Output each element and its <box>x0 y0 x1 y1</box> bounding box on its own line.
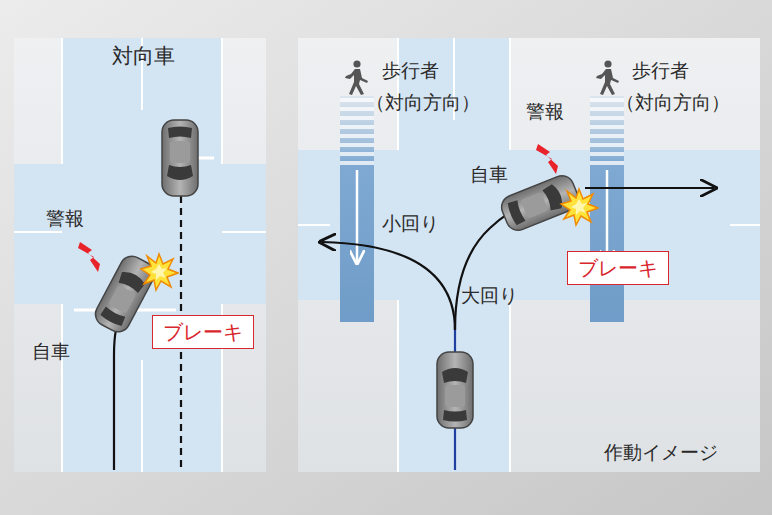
vehicle-label: 対向車 <box>112 44 175 69</box>
crosswalk-stripe <box>340 152 374 156</box>
turn-label: 大回り <box>461 284 518 307</box>
crosswalk-stripe <box>590 161 624 165</box>
brake-text: ブレーキ <box>163 320 243 344</box>
crosswalk-stripe <box>590 134 624 138</box>
brake-box: ブレーキ <box>567 251 669 285</box>
turn-label: 小回り <box>382 212 439 235</box>
warning-label: 警報 <box>526 100 564 123</box>
crosswalk-stripe <box>340 161 374 165</box>
crosswalk-stripe <box>590 152 624 156</box>
pedestrian-label: 歩行者 <box>632 59 689 82</box>
vehicle-label: 自車 <box>32 340 70 363</box>
direction-label: （対向方向） <box>616 91 730 114</box>
pedestrian-label: 歩行者 <box>382 59 439 82</box>
brake-box: ブレーキ <box>152 315 254 349</box>
crosswalk-stripe <box>340 143 374 147</box>
crosswalk-stripe <box>590 116 624 120</box>
crosswalk-stripe <box>590 143 624 147</box>
crosswalk-stripe <box>340 125 374 129</box>
crosswalk-stripe <box>340 134 374 138</box>
brake-text: ブレーキ <box>578 256 658 280</box>
caption-note: 作動イメージ <box>604 441 718 464</box>
direction-label: （対向方向） <box>366 91 480 114</box>
crosswalk-stripe <box>340 116 374 120</box>
warning-label: 警報 <box>46 207 84 230</box>
crosswalk-stripe <box>590 125 624 129</box>
vehicle-label: 自車 <box>470 163 508 186</box>
